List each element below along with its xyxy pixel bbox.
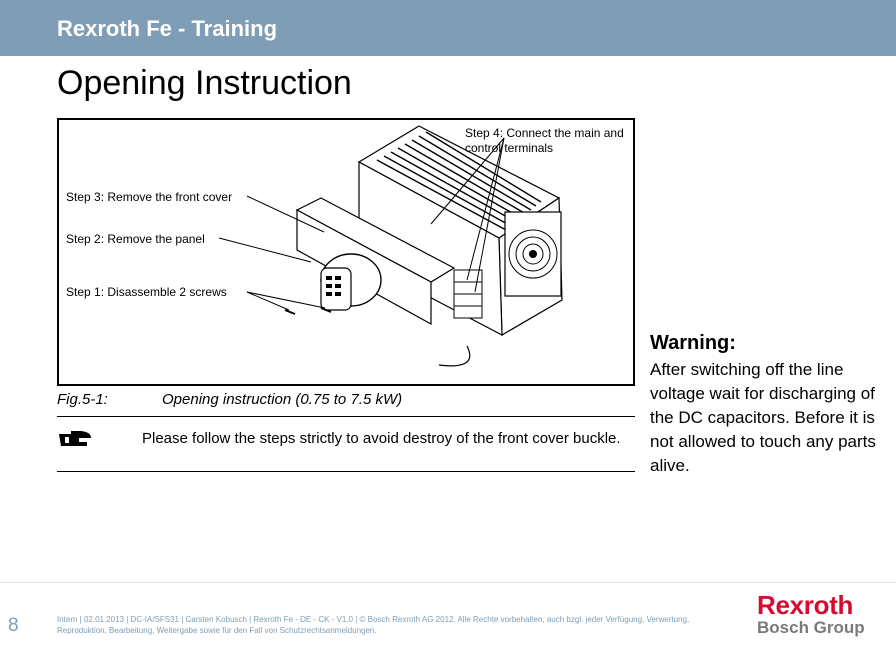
note-text: Please follow the steps strictly to avoi… <box>142 430 621 447</box>
step1-label: Step 1: Disassemble 2 screws <box>66 285 227 299</box>
footer-divider <box>0 582 896 583</box>
warning-body: After switching off the line voltage wai… <box>650 360 876 475</box>
warning-title: Warning: <box>650 332 736 354</box>
inverter-drawing <box>218 125 563 367</box>
logo-group: Bosch Group <box>757 618 865 637</box>
pointing-hand-icon <box>59 431 91 446</box>
figure-caption-text: Opening instruction (0.75 to 7.5 kW) <box>162 391 403 408</box>
rexroth-logo: Rexroth Bosch Group <box>757 592 865 638</box>
logo-brand: Rexroth <box>757 590 854 620</box>
screw-icon <box>320 307 332 313</box>
screw-icon <box>284 309 296 315</box>
header-bar: Rexroth Fe - Training <box>0 0 896 56</box>
opening-instruction-figure: Step 4: Connect the main and control ter… <box>57 118 635 386</box>
step3-label: Step 3: Remove the front cover <box>66 190 233 204</box>
note-rule-top <box>57 416 635 417</box>
step2-label: Step 2: Remove the panel <box>66 232 205 246</box>
footer-legal-text: Intern | 02.01.2013 | DC-IA/SFS31 | Cars… <box>57 615 690 635</box>
step4-label: Step 4: Connect the main and control ter… <box>465 126 624 155</box>
note-rule-bottom <box>57 471 635 472</box>
keypad-icon <box>320 267 352 311</box>
figure-number: Fig.5-1: <box>57 391 108 408</box>
page-number: 8 <box>8 615 19 636</box>
fan-icon <box>508 229 558 279</box>
rotate-arrow-icon <box>438 345 471 367</box>
header-title: Rexroth Fe - Training <box>57 16 278 41</box>
page-title: Opening Instruction <box>57 64 352 102</box>
